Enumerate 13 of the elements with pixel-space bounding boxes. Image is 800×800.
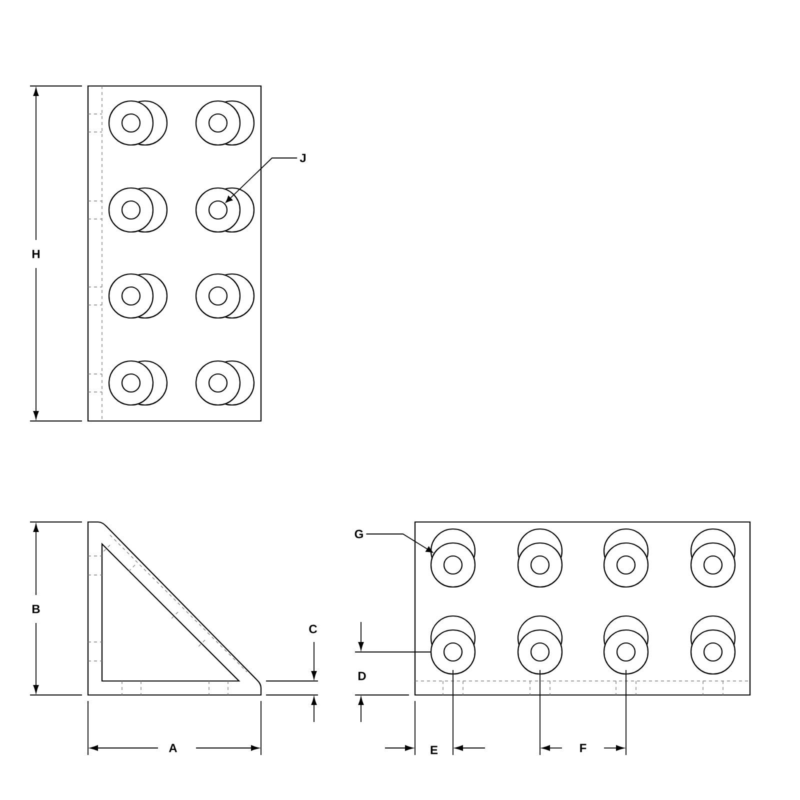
dimension-label: H: [32, 250, 40, 258]
dimension-label: E: [430, 746, 438, 754]
leader-line: [226, 158, 298, 203]
callout-letter: J: [300, 154, 306, 162]
leader-line: [366, 534, 433, 553]
dimension-label: C: [309, 624, 318, 634]
dimension-label: D: [358, 672, 366, 680]
dimension-label: A: [168, 744, 178, 752]
hole-circle: [208, 200, 228, 220]
callout-letter: G: [354, 530, 363, 538]
dimension-label: F: [580, 744, 586, 752]
hole-circle: [430, 542, 476, 588]
dimension-label: B: [32, 604, 40, 614]
